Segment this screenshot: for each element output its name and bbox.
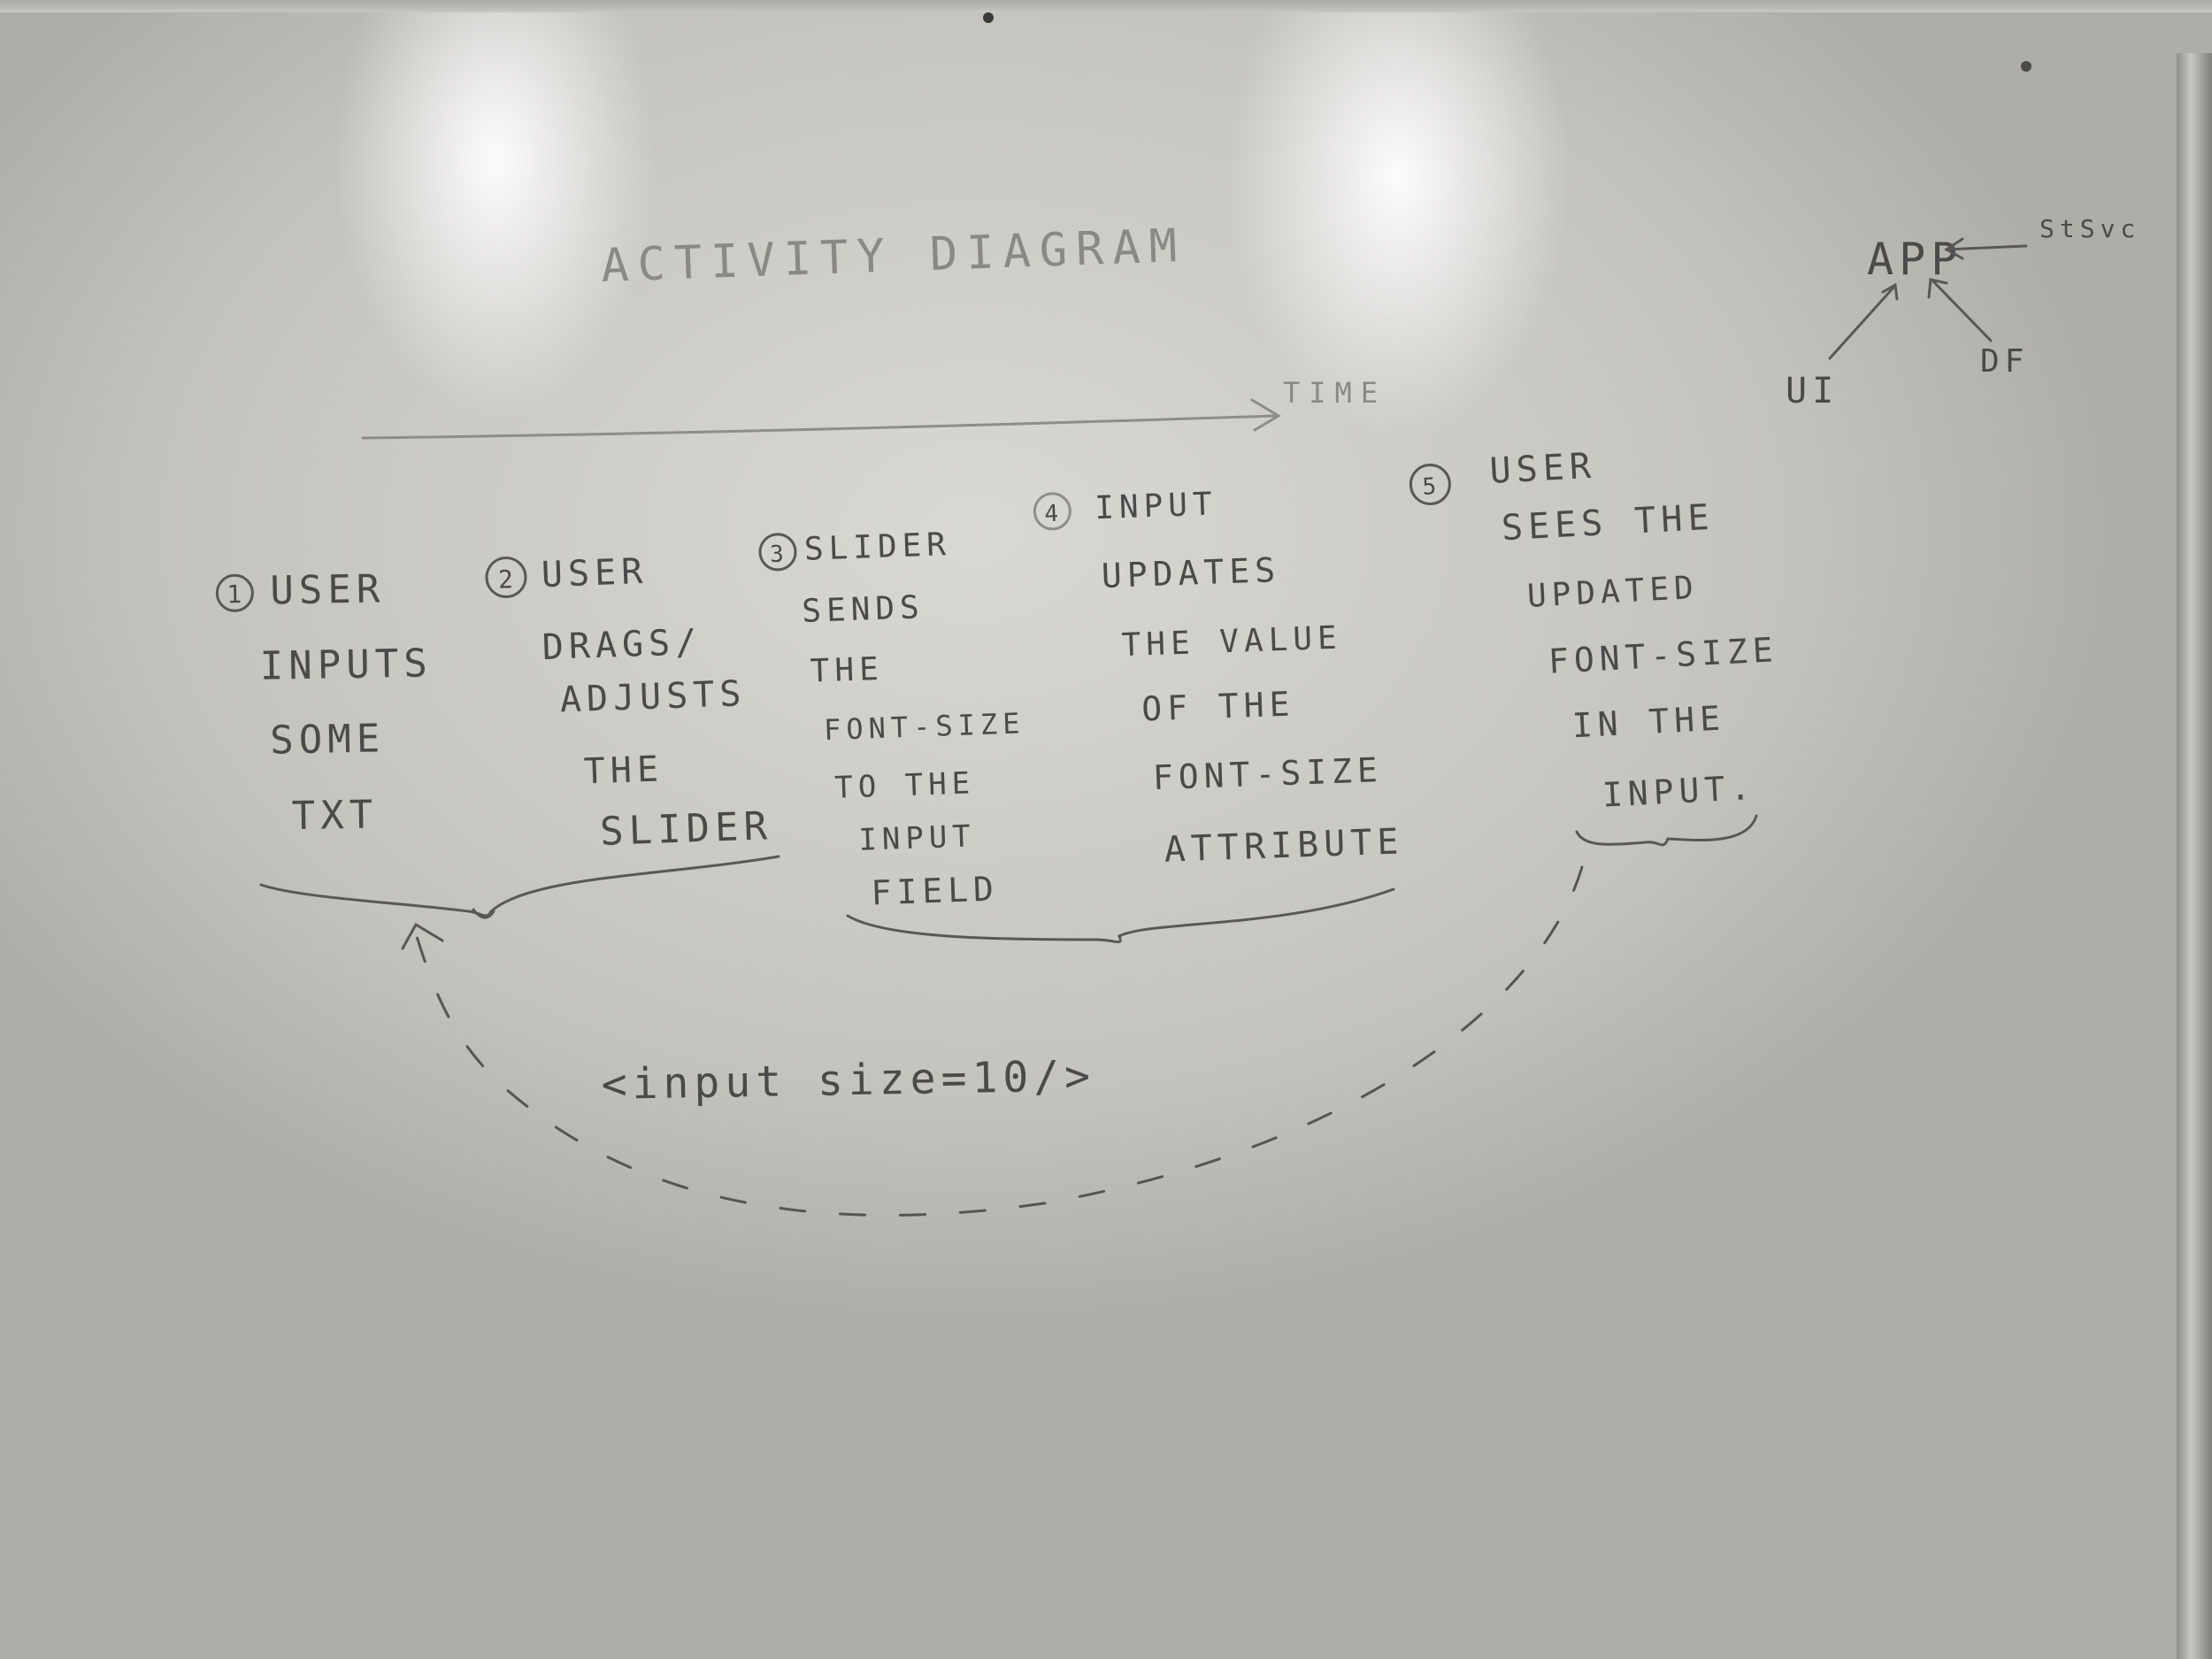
step-5-line-3: UPDATED [1526,570,1700,615]
time-label: TIME [1283,376,1386,410]
step-1: 1 USER INPUTS SOME TXT [215,566,433,839]
step-4-line-1: INPUT [1094,486,1218,526]
step-1-number: 1 [227,580,247,609]
step-3-line-1: SLIDER [803,526,951,568]
time-arrow-line [361,414,1276,440]
corner-ui: UI [1786,371,1839,411]
step-2-line-4: THE [583,749,664,792]
step-4-line-3: THE VALUE [1121,620,1342,664]
step-1-line-4: TXT [291,792,378,839]
step-3-line-3: THE [810,651,884,690]
step-5-line-6: INPUT. [1601,768,1756,815]
brace-steps-1-2 [259,855,780,918]
step-4-line-4: OF THE [1141,684,1295,728]
step-4-line-5: FONT-SIZE [1152,750,1383,797]
corner-ui-arrow [1828,286,1895,360]
code-note: <input size=10/> [601,1051,1095,1110]
step-4-number: 4 [1044,500,1064,527]
step-3-line-6: INPUT [858,818,977,858]
step-3-number-circle [758,533,797,572]
step-3-line-2: SENDS [802,589,926,630]
step-2: 2 USER DRAGS/ ADJUSTS THE SLIDER [485,551,773,855]
step-5: 5 USER SEES THE UPDATED FONT-SIZE IN THE… [1409,446,1779,815]
step-2-line-3: ADJUSTS [559,673,747,720]
corner-stsvc-arrow-head [1944,237,1964,260]
step-1-line-1: USER [270,566,386,613]
brace-steps-1-2-point [472,908,495,919]
feedback-arrow-head [401,922,444,950]
step-5-number: 5 [1422,473,1442,501]
step-2-line-1: USER [541,551,649,595]
step-3-number: 3 [770,541,790,568]
step-4: 4 INPUT UPDATES THE VALUE OF THE FONT-SI… [1033,486,1404,871]
diagram-title: ACTIVITY DIAGRAM [600,219,1187,293]
step-2-line-2: DRAGS/ [541,622,703,668]
step-5-number-circle [1409,463,1451,505]
step-5-line-5: IN THE [1571,698,1726,745]
corner-df-arrow [1932,280,1993,342]
brace-steps-3-4 [846,887,1395,944]
corner-df: DF [1980,343,2029,380]
step-4-line-6: ATTRIBUTE [1164,821,1404,870]
step-1-number-circle [215,573,254,612]
feedback-arrow-dashed [414,865,1584,1217]
step-5-line-1: USER [1489,446,1598,492]
board-pin-right [2021,61,2032,72]
step-2-line-5: SLIDER [599,803,773,855]
corner-app: APP [1867,234,1962,285]
step-5-line-2: SEES THE [1501,497,1716,549]
step-1-line-3: SOME [270,716,386,763]
whiteboard-frame-right [2177,53,2212,1659]
corner-ui-arrow-head [1881,282,1899,301]
board-pin-top [983,12,994,23]
step-3-line-4: FONT-SIZE [823,706,1025,747]
corner-df-arrow-head [1927,278,1948,299]
step-4-line-2: UPDATES [1101,550,1281,595]
corner-diagram: APP StSvc UI DF [1786,214,2140,411]
time-arrow-head [1250,398,1281,432]
step-2-number-circle [485,556,527,598]
brace-step-5 [1575,814,1758,847]
step-5-line-4: FONT-SIZE [1548,630,1779,681]
step-3-line-7: FIELD [871,869,1000,912]
step-1-line-2: INPUTS [259,641,433,688]
step-2-number: 2 [498,565,519,595]
step-4-number-circle [1033,492,1071,531]
corner-stsvc: StSvc [2039,214,2140,243]
step-3-line-5: TO THE [834,765,976,806]
corner-stsvc-arrow [1945,244,2028,251]
step-3: 3 SLIDER SENDS THE FONT-SIZE TO THE INPU… [758,526,1025,912]
whiteboard-frame-top [0,0,2212,12]
